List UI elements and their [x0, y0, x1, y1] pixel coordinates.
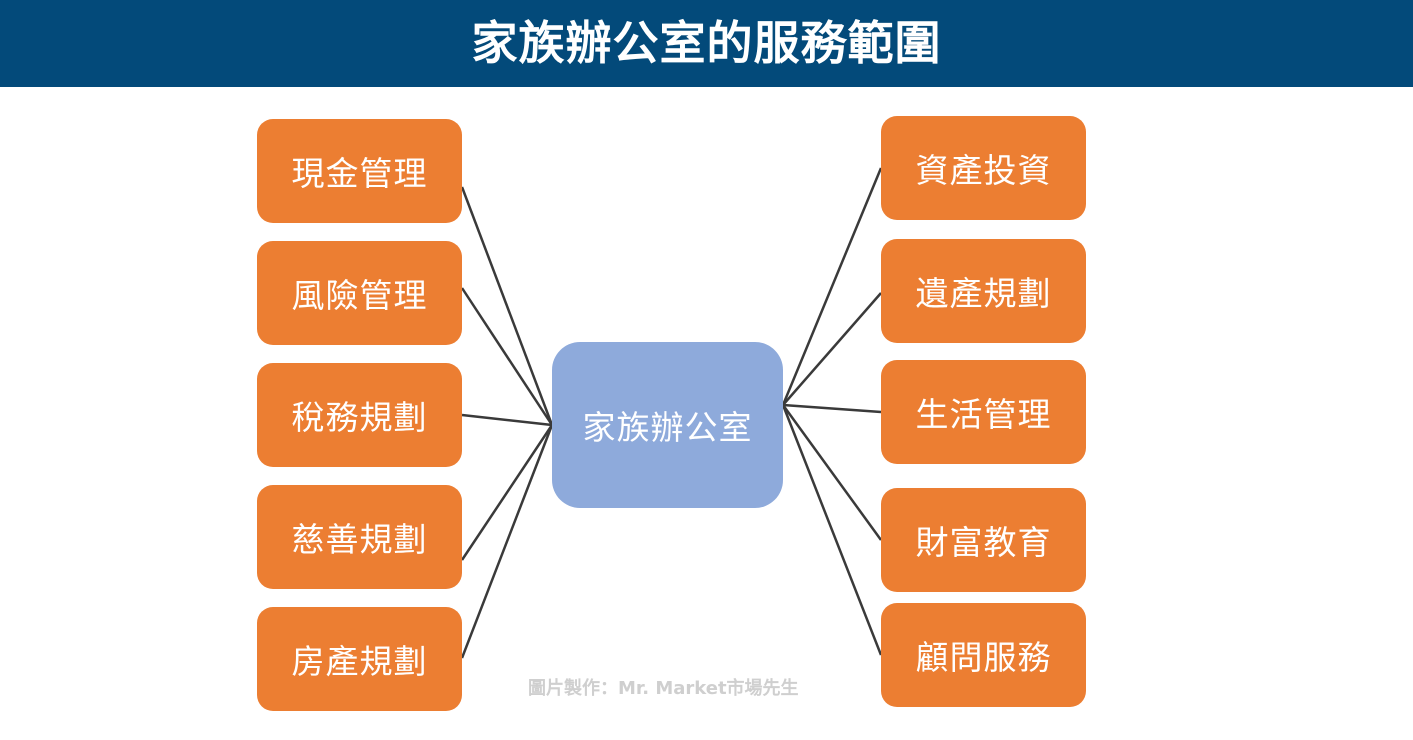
connector-line [460, 424, 554, 659]
box-charity-planning: 慈善規劃 [257, 485, 462, 589]
connector-line [782, 292, 882, 406]
image-credit: 圖片製作：Mr. Market市場先生 [528, 678, 799, 699]
connector-line [781, 404, 883, 656]
connector-line [460, 287, 554, 426]
center-box-family-office: 家族辦公室 [552, 342, 783, 508]
header-bar: 家族辦公室的服務範圍 [0, 0, 1413, 87]
box-lifestyle-management: 生活管理 [881, 360, 1086, 464]
connector-line [781, 167, 883, 406]
box-label: 生活管理 [915, 395, 1052, 434]
connector-line [782, 403, 882, 414]
box-label: 顧問服務 [915, 638, 1052, 677]
connector-line [460, 186, 554, 426]
box-label: 資產投資 [915, 151, 1052, 190]
box-label: 現金管理 [291, 154, 428, 193]
box-advisory-services: 顧問服務 [881, 603, 1086, 707]
box-tax-planning: 稅務規劃 [257, 363, 462, 467]
box-label: 財富教育 [915, 523, 1052, 562]
box-risk-management: 風險管理 [257, 241, 462, 345]
connector-line [781, 404, 883, 541]
box-estate-planning: 遺產規劃 [881, 239, 1086, 343]
connector-line [460, 424, 554, 561]
box-label: 稅務規劃 [291, 398, 428, 437]
box-label: 房產規劃 [291, 642, 428, 681]
box-label: 慈善規劃 [291, 520, 428, 559]
box-cash-management: 現金管理 [257, 119, 462, 223]
box-label: 遺產規劃 [915, 274, 1052, 313]
box-wealth-education: 財富教育 [881, 488, 1086, 592]
box-label: 風險管理 [291, 276, 428, 315]
page-title: 家族辦公室的服務範圍 [471, 16, 942, 70]
box-real-estate-planning: 房產規劃 [257, 607, 462, 711]
center-label: 家族辦公室 [582, 408, 753, 447]
box-asset-investment: 資產投資 [881, 116, 1086, 220]
connector-line [461, 413, 553, 427]
